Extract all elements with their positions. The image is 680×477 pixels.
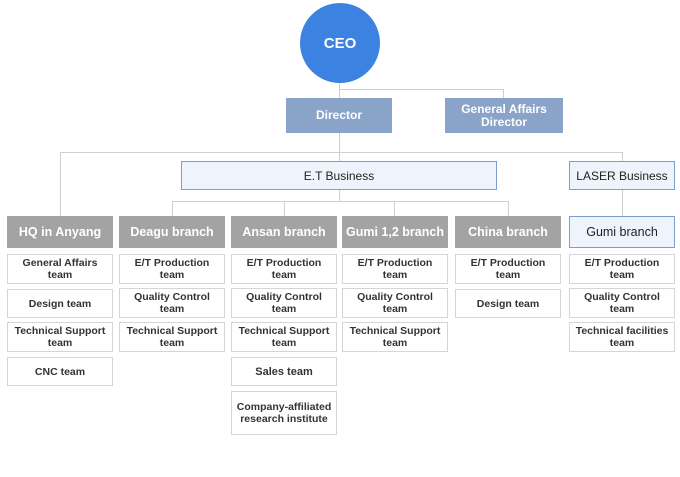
connector-line xyxy=(339,133,340,153)
team-box: Company-affiliated research institute xyxy=(231,391,337,435)
team-box: Technical facilities team xyxy=(569,322,675,352)
laser-business-node: LASER Business xyxy=(569,161,675,190)
team-box: Design team xyxy=(7,289,113,318)
connector-line xyxy=(339,152,340,161)
team-box: Quality Control team xyxy=(231,288,337,318)
team-box: Technical Support team xyxy=(231,322,337,352)
branch-china: China branch xyxy=(455,216,561,248)
team-box: Quality Control team xyxy=(342,288,448,318)
connector-line xyxy=(60,152,61,216)
team-box: Technical Support team xyxy=(119,322,225,352)
team-box: Technical Support team xyxy=(7,322,113,352)
team-box: Technical Support team xyxy=(342,322,448,352)
team-box: Quality Control team xyxy=(569,288,675,318)
team-box: CNC team xyxy=(7,357,113,386)
et-business-node: E.T Business xyxy=(181,161,497,190)
connector-line xyxy=(284,201,285,216)
connector-line xyxy=(622,152,623,161)
connector-line xyxy=(339,190,340,201)
branch-gumi: Gumi branch xyxy=(569,216,675,248)
connector-line xyxy=(503,89,504,98)
connector-line xyxy=(339,89,504,90)
branch-ansan: Ansan branch xyxy=(231,216,337,248)
connector-line xyxy=(622,190,623,216)
connector-line xyxy=(172,201,173,216)
team-box: Quality Control team xyxy=(119,288,225,318)
director-node: Director xyxy=(286,98,392,133)
connector-line xyxy=(172,201,509,202)
team-box: Sales team xyxy=(231,357,337,386)
connector-line xyxy=(339,83,340,98)
team-box: Design team xyxy=(455,289,561,318)
team-box: E/T Production team xyxy=(455,254,561,284)
ceo-node: CEO xyxy=(300,3,380,83)
team-box: E/T Production team xyxy=(231,254,337,284)
connector-line xyxy=(508,201,509,216)
team-box: General Affairs team xyxy=(7,254,113,284)
connector-line xyxy=(60,152,623,153)
branch-deagu: Deagu branch xyxy=(119,216,225,248)
branch-hq-anyang: HQ in Anyang xyxy=(7,216,113,248)
general-affairs-director-node: General Affairs Director xyxy=(445,98,563,133)
team-box: E/T Production team xyxy=(119,254,225,284)
team-box: E/T Production team xyxy=(342,254,448,284)
connector-line xyxy=(394,201,395,216)
branch-gumi-1-2: Gumi 1,2 branch xyxy=(342,216,448,248)
team-box: E/T Production team xyxy=(569,254,675,284)
